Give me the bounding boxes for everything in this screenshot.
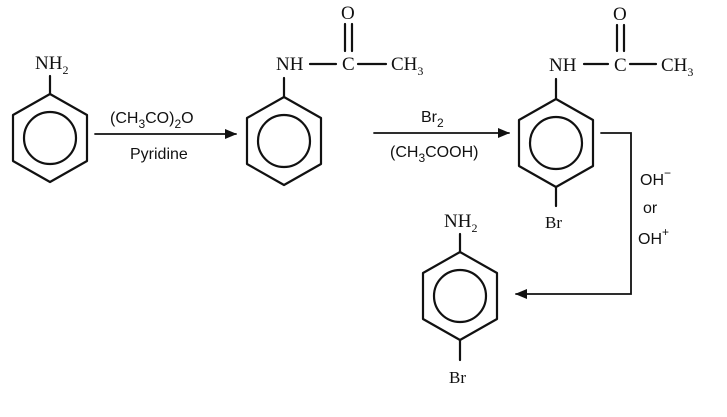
aniline-amine-label: NH2 xyxy=(35,53,68,77)
acetanilide-nh-label: NH xyxy=(276,54,304,75)
acetanilide-oxygen-label: O xyxy=(341,3,355,24)
acetanilide-methyl-label: CH3 xyxy=(391,54,423,78)
step2-arrow-group: Br2 (CH3COOH) xyxy=(373,109,510,165)
bromoacetanilide-molecule: NH C O CH3 Br xyxy=(517,4,693,232)
bromoacetanilide-methyl-label: CH3 xyxy=(661,55,693,79)
step3-or: or xyxy=(643,200,658,217)
step2-reagent: Br2 xyxy=(421,109,444,130)
aniline-ring xyxy=(11,92,89,184)
acetanilide-aromatic-circle xyxy=(256,113,312,169)
bromoacetanilide-nh-label: NH xyxy=(549,55,577,76)
step3-acid: OH+ xyxy=(638,225,669,248)
bromoaniline-molecule: NH2 Br xyxy=(421,211,499,387)
step3-base: OH− xyxy=(640,166,671,189)
bromoaniline-bromine-label: Br xyxy=(449,368,466,387)
step1-reagent: (CH3CO)2O xyxy=(110,110,194,131)
aniline-aromatic-circle xyxy=(22,110,78,166)
aniline-molecule: NH2 xyxy=(11,53,89,184)
bromoaniline-aromatic-circle xyxy=(432,268,488,324)
step3-arrow-group: OH− or OH+ xyxy=(515,132,671,299)
step1-solvent: Pyridine xyxy=(130,146,188,163)
step2-solvent: (CH3COOH) xyxy=(390,144,478,165)
acetanilide-carbonyl-label: C xyxy=(342,54,355,75)
bromoacetanilide-bromine-label: Br xyxy=(545,213,562,232)
bromoacetanilide-oxygen-label: O xyxy=(613,4,627,25)
bromoacetanilide-carbonyl-label: C xyxy=(614,55,627,76)
acetanilide-molecule: NH C O CH3 xyxy=(245,3,423,187)
step1-arrow-group: (CH3CO)2O Pyridine xyxy=(94,110,237,163)
step3-arrow xyxy=(515,132,632,299)
bromoaniline-amine-label: NH2 xyxy=(444,211,477,235)
acetanilide-ring xyxy=(245,95,323,187)
bromoacetanilide-aromatic-circle xyxy=(528,115,584,171)
